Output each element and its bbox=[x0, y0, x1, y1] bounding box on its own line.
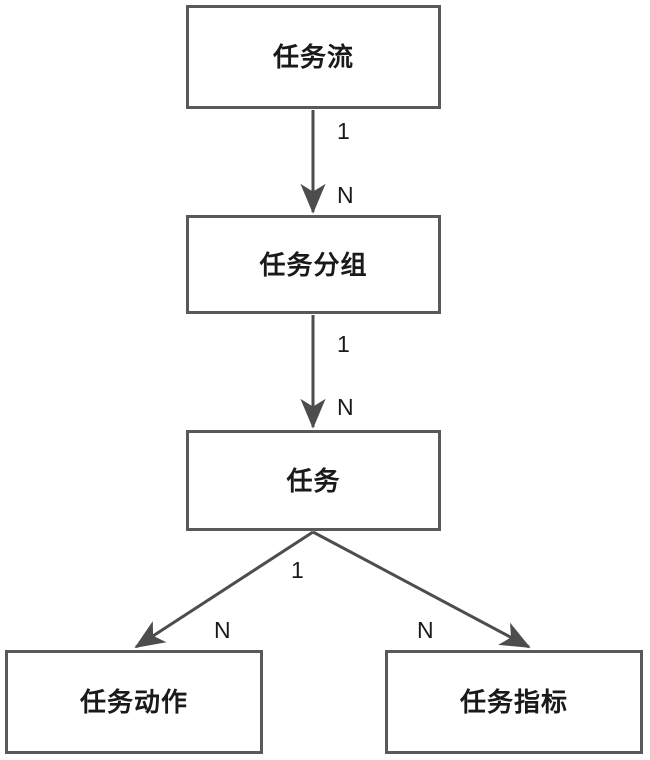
node-task-action-label: 任务动作 bbox=[79, 687, 188, 717]
edge-label-flow-group-source: 1 bbox=[337, 118, 350, 144]
node-task-metric[interactable]: 任务指标 bbox=[385, 650, 643, 754]
node-task-group[interactable]: 任务分组 bbox=[186, 215, 441, 314]
node-task-flow-label: 任务流 bbox=[272, 42, 354, 72]
node-task-group-label: 任务分组 bbox=[259, 249, 368, 280]
node-task-action[interactable]: 任务动作 bbox=[5, 650, 263, 754]
node-task-flow[interactable]: 任务流 bbox=[186, 5, 441, 109]
edge-label-task-metric-target: N bbox=[417, 617, 434, 643]
edge-label-task-action-target: N bbox=[214, 617, 231, 643]
edge-label-flow-group-target: N bbox=[337, 182, 354, 208]
edge-label-group-task-target: N bbox=[337, 394, 354, 420]
node-task-label: 任务 bbox=[286, 465, 341, 496]
edge-label-group-task-source: 1 bbox=[337, 331, 350, 357]
edge-label-task-split-source: 1 bbox=[291, 557, 304, 583]
node-task[interactable]: 任务 bbox=[186, 430, 441, 531]
node-task-metric-label: 任务指标 bbox=[459, 687, 568, 717]
